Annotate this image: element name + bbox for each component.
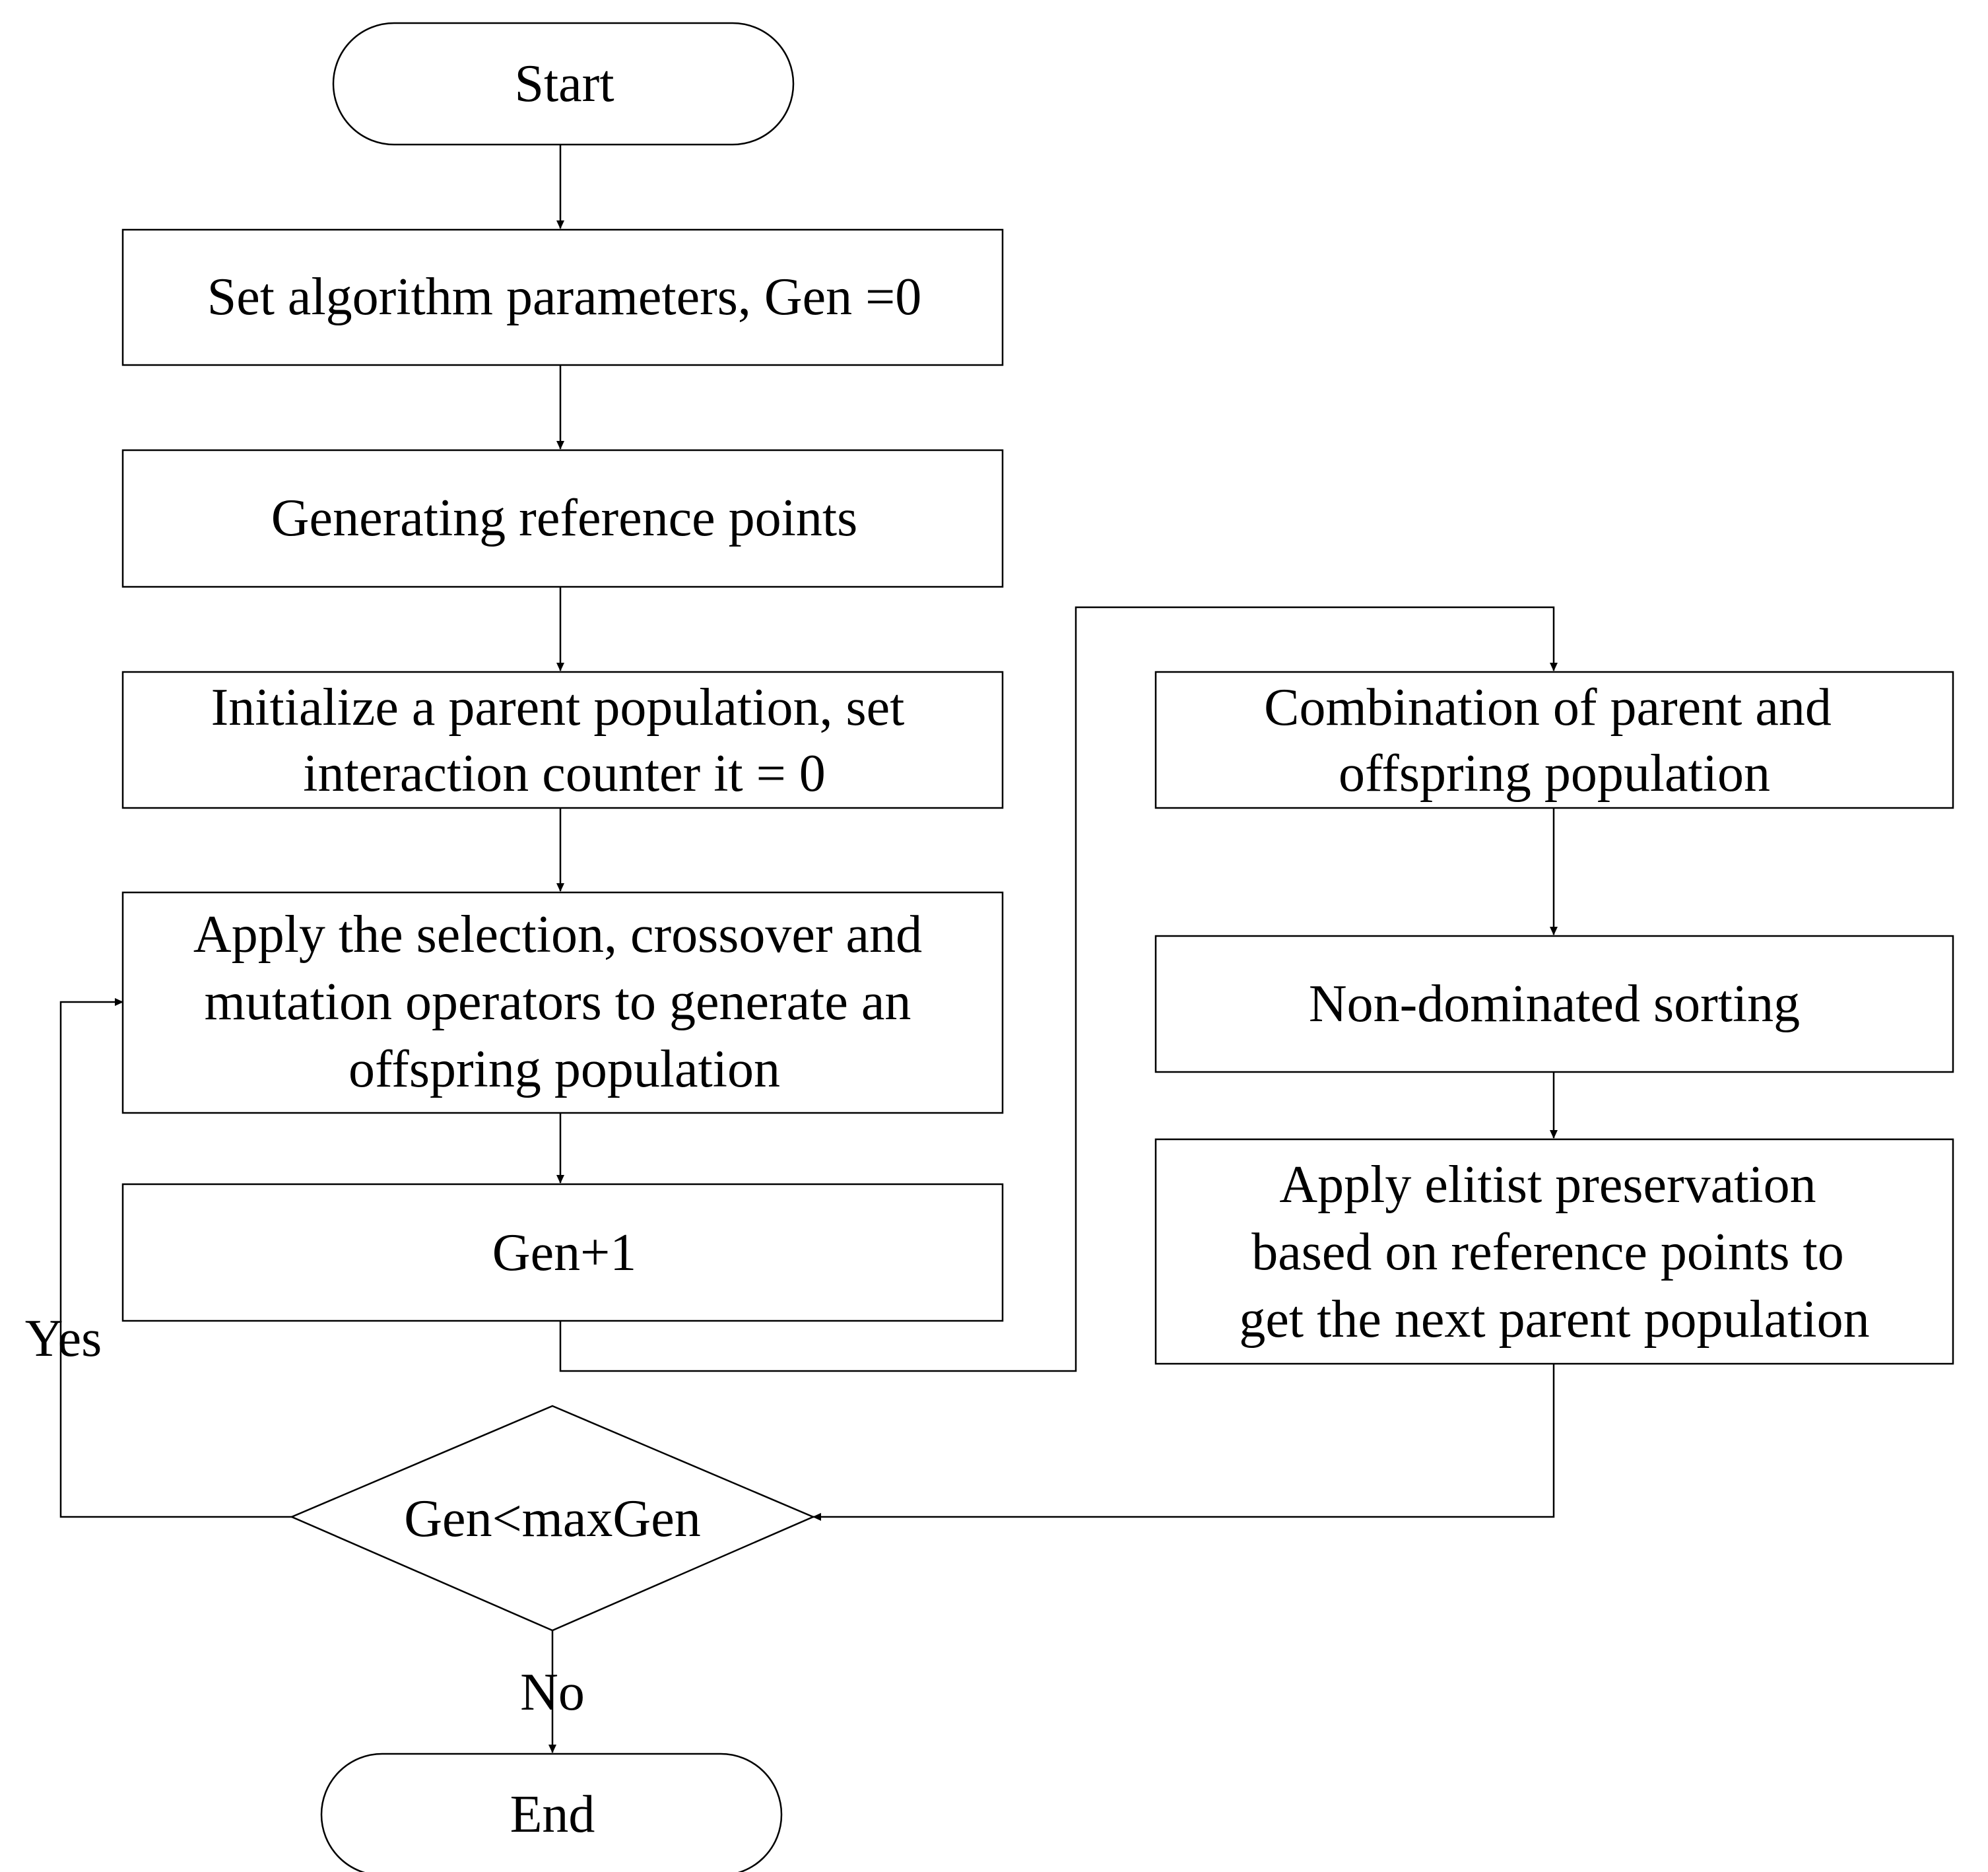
gen-ref-box bbox=[121, 449, 1004, 588]
edge-labels: Yes No bbox=[25, 1310, 585, 1722]
start-label: Start bbox=[514, 55, 614, 113]
edge-decision-yes-to-apply-ops bbox=[59, 998, 292, 1518]
elitist-box bbox=[1154, 1138, 1954, 1365]
elitist-label-line-3: get the next parent population bbox=[1239, 1290, 1869, 1349]
end-terminal bbox=[320, 1753, 783, 1872]
set-params-box bbox=[121, 228, 1004, 366]
apply-ops-label: Apply the selection, crossover and mutat… bbox=[193, 906, 935, 1098]
apply-ops-label-line-2: mutation operators to generate an bbox=[205, 973, 911, 1031]
init-pop-box bbox=[121, 671, 1004, 809]
end-label-line-1: End bbox=[510, 1786, 595, 1844]
yes-label: Yes bbox=[25, 1310, 102, 1368]
combine-label-line-1: Combination of parent and bbox=[1264, 679, 1832, 737]
gen-inc-label-line-1: Gen+1 bbox=[492, 1224, 636, 1282]
decision-label: Gen<maxGen bbox=[404, 1490, 700, 1548]
set-params-label: Set algorithm parameters, Gen =0 bbox=[207, 268, 922, 326]
nds-label: Non-dominated sorting bbox=[1309, 975, 1800, 1033]
nds-box bbox=[1154, 935, 1954, 1073]
gen-ref-label: Generating reference points bbox=[271, 489, 857, 547]
elitist-label: Apply elitist preservation based on refe… bbox=[1239, 1156, 1869, 1349]
nds-label-line-1: Non-dominated sorting bbox=[1309, 975, 1800, 1033]
gen-inc-label: Gen+1 bbox=[492, 1224, 636, 1282]
no-label: No bbox=[520, 1663, 585, 1722]
start-terminal bbox=[332, 22, 795, 146]
start-label-line-1: Start bbox=[514, 55, 614, 113]
init-pop-label-line-2: interaction counter it = 0 bbox=[303, 745, 826, 803]
edge-gen-inc-to-combine bbox=[559, 606, 1558, 1372]
combine-box bbox=[1154, 671, 1954, 809]
decision-diamond bbox=[289, 1405, 816, 1632]
edges bbox=[59, 145, 1558, 1753]
gen-ref-label-line-1: Generating reference points bbox=[271, 489, 857, 547]
nodes bbox=[121, 22, 1954, 1872]
init-pop-label-line-1: Initialize a parent population, set bbox=[211, 679, 905, 737]
gen-inc-box bbox=[121, 1183, 1004, 1322]
apply-ops-box bbox=[121, 891, 1004, 1114]
edge-elitist-to-decision bbox=[812, 1364, 1555, 1521]
combine-label-line-2: offspring population bbox=[1339, 745, 1770, 803]
combine-label: Combination of parent and offspring popu… bbox=[1264, 679, 1845, 803]
decision-label-line-1: Gen<maxGen bbox=[404, 1490, 700, 1548]
init-pop-label: Initialize a parent population, set inte… bbox=[211, 679, 918, 803]
node-labels: Start Set algorithm parameters, Gen =0 G… bbox=[193, 55, 1870, 1844]
apply-ops-label-line-3: offspring population bbox=[348, 1040, 780, 1098]
elitist-label-line-1: Apply elitist preservation bbox=[1279, 1156, 1816, 1214]
elitist-label-line-2: based on reference points to bbox=[1251, 1223, 1843, 1281]
end-label: End bbox=[510, 1786, 595, 1844]
set-params-label-line-1: Set algorithm parameters, Gen =0 bbox=[207, 268, 922, 326]
apply-ops-label-line-1: Apply the selection, crossover and bbox=[193, 906, 922, 964]
